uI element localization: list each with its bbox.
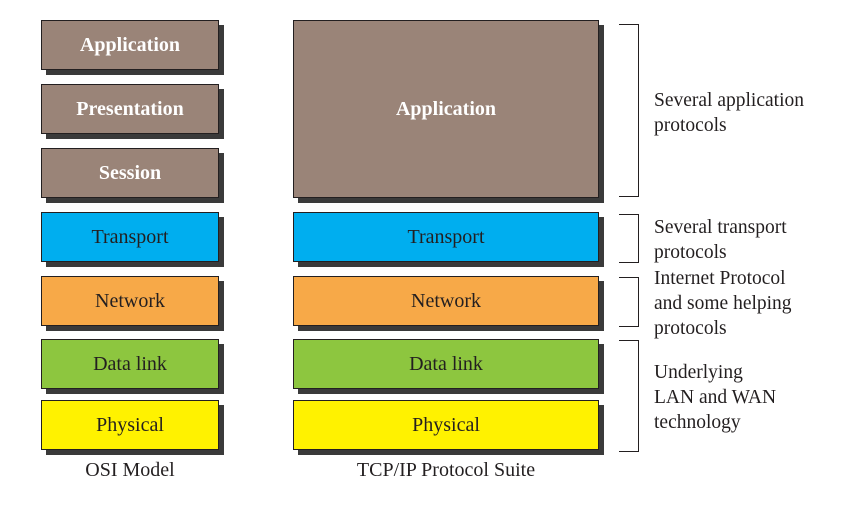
- tcpip-caption: TCP/IP Protocol Suite: [356, 459, 536, 481]
- osi-network-label: Network: [95, 289, 165, 312]
- tcpip-application-layer: Application: [293, 20, 599, 198]
- osi-data-link-layer: Data link: [41, 339, 219, 389]
- osi-presentation-label: Presentation: [76, 97, 184, 120]
- osi-caption: OSI Model: [85, 459, 175, 481]
- transport-description-line: protocols: [654, 242, 727, 263]
- transport-bracket: [619, 214, 639, 263]
- application-description-line: protocols: [654, 115, 727, 136]
- tcpip-data-link-label: Data link: [409, 352, 483, 375]
- osi-session-layer: Session: [41, 148, 219, 198]
- tcpip-network-layer: Network: [293, 276, 599, 326]
- osi-application-label: Application: [79, 33, 181, 56]
- tcpip-physical-label: Physical: [412, 413, 480, 436]
- link-description-line: Underlying: [654, 362, 743, 383]
- network-description-line: and some helping: [654, 293, 792, 314]
- application-description: Several application protocols: [654, 88, 804, 138]
- tcpip-physical-layer: Physical: [293, 400, 599, 450]
- osi-transport-layer: Transport: [41, 212, 219, 262]
- link-description: Underlying LAN and WAN technology: [654, 360, 776, 435]
- link-description-line: technology: [654, 412, 741, 433]
- network-bracket: [619, 277, 639, 327]
- application-description-line: Several application: [654, 90, 804, 111]
- osi-network-layer: Network: [41, 276, 219, 326]
- tcpip-application-label: Application: [395, 97, 497, 120]
- tcpip-network-label: Network: [411, 289, 481, 312]
- link-bracket: [619, 340, 639, 452]
- tcpip-transport-label: Transport: [407, 225, 485, 248]
- link-description-line: LAN and WAN: [654, 387, 777, 408]
- network-description: Internet Protocol and some helping proto…: [654, 266, 792, 341]
- transport-description-line: Several transport: [654, 217, 787, 238]
- application-bracket: [619, 24, 639, 197]
- transport-description: Several transport protocols: [654, 215, 787, 265]
- osi-data-link-label: Data link: [93, 352, 167, 375]
- network-description-line: protocols: [654, 318, 727, 339]
- osi-presentation-layer: Presentation: [41, 84, 219, 134]
- osi-transport-label: Transport: [91, 225, 169, 248]
- osi-physical-layer: Physical: [41, 400, 219, 450]
- osi-physical-label: Physical: [96, 413, 164, 436]
- tcpip-data-link-layer: Data link: [293, 339, 599, 389]
- network-description-line: Internet Protocol: [654, 268, 786, 289]
- osi-application-layer: Application: [41, 20, 219, 70]
- osi-session-label: Session: [98, 161, 162, 184]
- tcpip-transport-layer: Transport: [293, 212, 599, 262]
